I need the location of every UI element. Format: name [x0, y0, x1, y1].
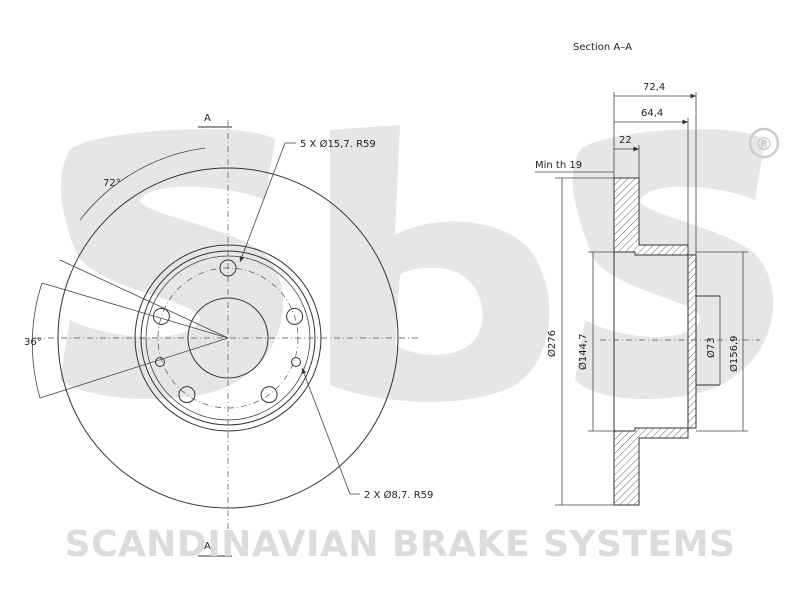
- dim-center-bore: Ø73: [705, 337, 717, 358]
- locating-hole-2: [155, 357, 165, 367]
- friction-ring-inner-edge: [134, 244, 322, 432]
- brand-watermark: [60, 125, 774, 402]
- registered-mark-icon: ®: [748, 127, 780, 159]
- dim-hat-depth: 64,4: [641, 108, 663, 119]
- hat-inner-edge: [145, 255, 311, 421]
- section-profile-lower: [613, 427, 689, 506]
- locating-hole-1: [291, 357, 301, 367]
- angle-ray-2: [41, 282, 229, 339]
- bolt-hole-3: [260, 386, 278, 404]
- min-thickness: Min th 19: [535, 160, 582, 171]
- dim-hub-diameter: Ø156,9: [728, 336, 740, 373]
- bolt-hole-5: [152, 307, 170, 325]
- hat-outer-edge: [140, 250, 316, 426]
- section-mark-bottom: A: [204, 541, 211, 552]
- dim-hat-diameter: Ø144,7: [577, 334, 589, 371]
- angle-36-label: 36°: [24, 337, 42, 348]
- small-holes-leader: [301, 367, 360, 495]
- bolt-hole-1: [219, 259, 237, 277]
- company-name: SCANDINAVIAN BRAKE SYSTEMS: [65, 524, 736, 565]
- large-holes-callout: 5 X Ø15,7. R59: [300, 138, 376, 150]
- bolt-circle: [157, 267, 299, 409]
- front-view: 72° 36° A A 5 X Ø15,7. R59 2 X Ø8,7. R59: [24, 113, 433, 557]
- angle-ray-1: [59, 259, 229, 339]
- section-view: Section A–A 72,4 64,4 22 Min th 19 Ø276: [535, 42, 760, 506]
- bolt-hole-2: [286, 307, 304, 325]
- angle-arc-72: [79, 147, 206, 221]
- registered-symbol: ®: [755, 134, 773, 155]
- dim-disc-thickness: 22: [619, 135, 632, 146]
- hub-flange: [687, 254, 697, 429]
- center-bore: [187, 297, 269, 379]
- bolt-hole-4: [178, 386, 196, 404]
- small-holes-callout: 2 X Ø8,7. R59: [364, 489, 433, 501]
- angle-72-label: 72°: [103, 178, 121, 189]
- section-mark-top: A: [204, 113, 211, 124]
- dim-overall-width: 72,4: [643, 82, 665, 93]
- dim-outer-diameter: Ø276: [546, 330, 558, 357]
- large-holes-leader: [239, 142, 296, 263]
- section-title: Section A–A: [573, 42, 632, 53]
- angle-ray-3: [39, 337, 229, 399]
- disc-outer-edge: [57, 167, 399, 509]
- angle-arc-36: [31, 282, 43, 399]
